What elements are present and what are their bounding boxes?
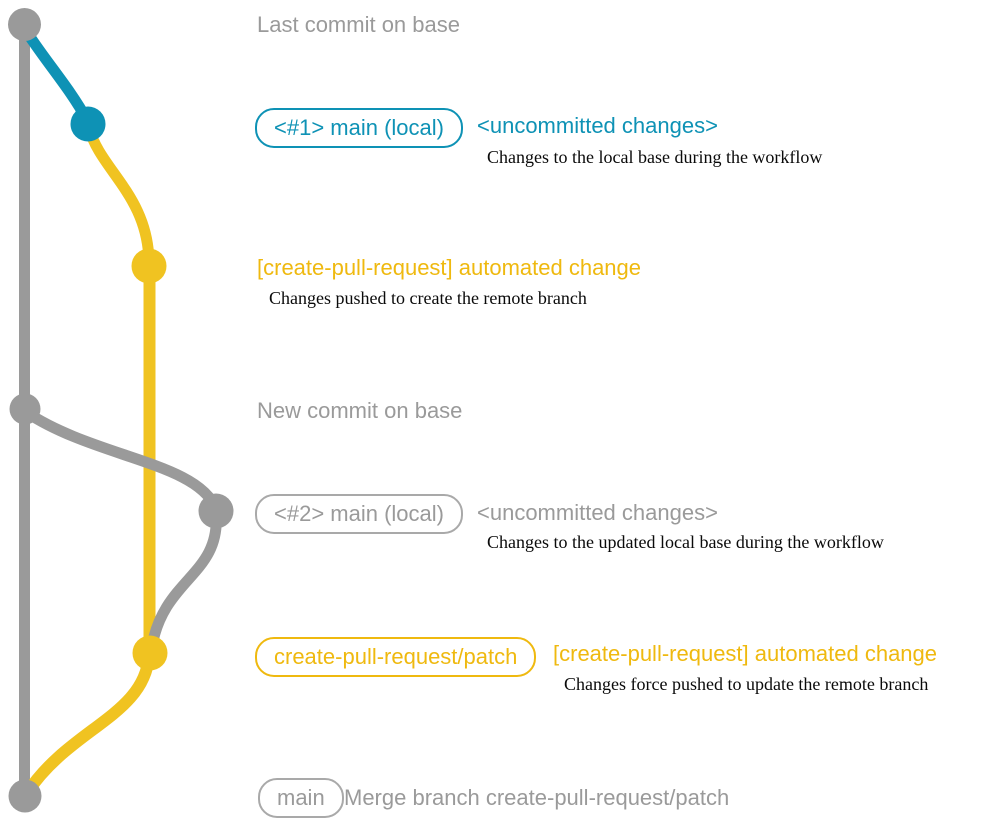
automated-change-title-2: [create-pull-request] automated change [553, 641, 938, 666]
branch-badge-main-local-1: <#1> main (local) [255, 108, 463, 148]
edge-local-change-1 [19, 23, 93, 126]
edge-create-branch [83, 122, 155, 270]
commit-node-main-local-1 [70, 106, 106, 142]
last-commit-label: Last commit on base [257, 12, 460, 37]
push1-description: Changes pushed to create the remote bran… [269, 288, 587, 308]
branch-badge-patch: create-pull-request/patch [255, 637, 537, 677]
branch2-description: Changes to the updated local base during… [487, 532, 884, 552]
branch-badge-main: main [258, 778, 344, 818]
commit-node-automated-change-1 [131, 248, 167, 284]
edge-merge-into-base [21, 650, 155, 799]
edge-local-change-2 [20, 406, 222, 515]
commit-node-merge [8, 779, 42, 813]
uncommitted-changes-status-1: <uncommitted changes> [477, 113, 718, 138]
automated-change-title-1: [create-pull-request] automated change [257, 255, 642, 280]
uncommitted-changes-status-2: <uncommitted changes> [477, 500, 718, 525]
commit-node-last-base [8, 8, 41, 41]
new-commit-label: New commit on base [257, 398, 463, 423]
commit-node-main-local-2 [198, 493, 234, 529]
edge-force-push [146, 507, 222, 652]
push2-description: Changes force pushed to update the remot… [564, 674, 929, 694]
merge-commit-label: Merge branch create-pull-request/patch [344, 785, 730, 810]
commit-node-automated-change-2 [132, 635, 168, 671]
branch1-description: Changes to the local base during the wor… [487, 147, 823, 167]
branch-badge-main-local-2: <#2> main (local) [255, 494, 463, 534]
commit-node-new-base [9, 393, 41, 425]
